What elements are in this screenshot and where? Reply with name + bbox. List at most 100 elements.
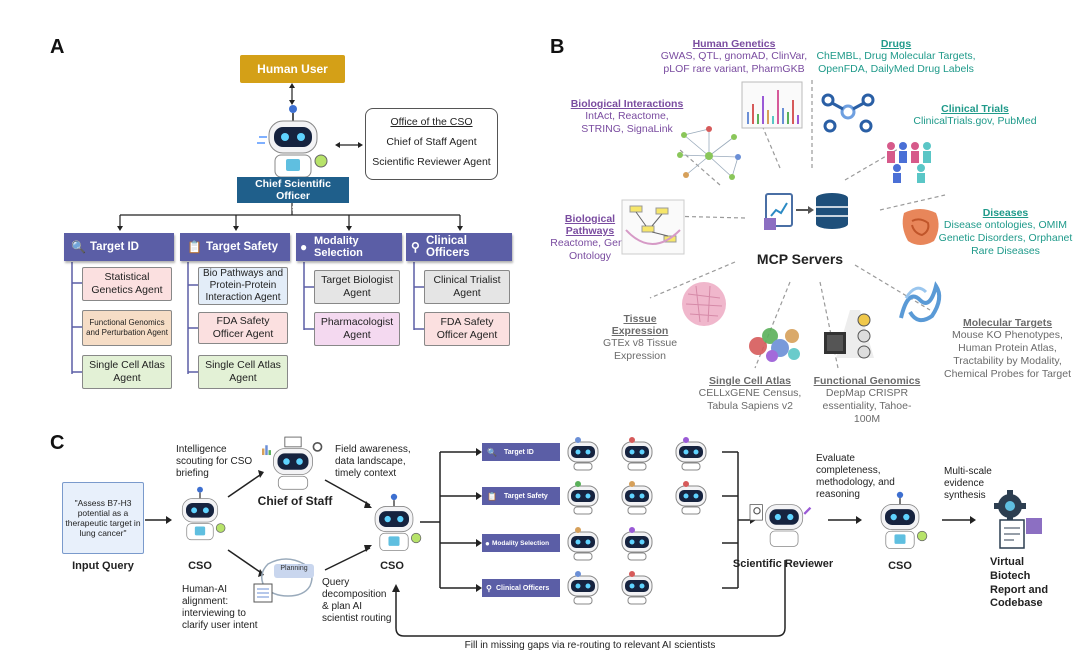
source-human-genetics: Human Genetics GWAS, QTL, gnomAD, ClinVa… <box>654 38 814 76</box>
cso-label-1: CSO <box>188 560 212 572</box>
protein-structure-icon <box>899 281 942 323</box>
agent-clinical-trialist: Clinical Trialist Agent <box>424 270 510 304</box>
row-header-clinical: ⚲ Clinical Officers <box>482 579 560 597</box>
agent-functional-genomics: Functional Genomics and Perturbation Age… <box>82 310 172 346</box>
agent-pharmacologist: Pharmacologist Agent <box>314 312 400 346</box>
crispr-screen-icon <box>824 310 874 359</box>
orchestrator-line1: Chief Scientific Officer <box>255 178 331 202</box>
agent-single-cell-atlas-1: Single Cell Atlas Agent <box>82 355 172 389</box>
mcp-server-icon <box>764 193 848 230</box>
bio-interactions-body: IntAct, Reactome, STRING, SignaLink <box>581 110 673 136</box>
report-gear-icon <box>994 490 1042 549</box>
header-clinical: ⚲ Clinical Officers <box>406 233 512 261</box>
source-molecular-targets: Molecular Targets Mouse KO Phenotypes, H… <box>935 317 1080 382</box>
pill-icon-small: ● <box>485 538 490 548</box>
source-diseases: Diseases Disease ontologies, OMIM Geneti… <box>938 207 1073 258</box>
header-target-id-label: Target ID <box>90 241 139 253</box>
intestine-icon <box>902 209 939 245</box>
drugs-body: ChEMBL, Drug Molecular Targets, OpenFDA,… <box>816 50 976 76</box>
orchestrator-line2: Orchestrator <box>261 202 325 214</box>
tissue-body: GTEx v8 Tissue Expression <box>602 337 678 363</box>
diseases-body: Disease ontologies, OMIM Genetic Disorde… <box>938 219 1073 258</box>
office-of-cso-box: Office of the CSO Chief of Staff Agent S… <box>365 108 498 180</box>
header-modality: ● Modality Selection <box>296 233 402 261</box>
scientific-reviewer-label: Scientific Reviewer <box>732 558 834 570</box>
cso-robot-icon-1 <box>181 486 226 541</box>
single-cell-body: CELLxGENE Census, Tabula Sapiens v2 <box>698 387 802 413</box>
intel-note: Intelligence scouting for CSO briefing <box>176 444 253 479</box>
alignment-note: Human-AI alignment: interviewing to clar… <box>182 584 258 631</box>
molecular-targets-body: Mouse KO Phenotypes, Human Protein Atlas… <box>943 329 1072 381</box>
magnifier-icon: 🔍 <box>71 240 86 254</box>
row-target-id-label: Target ID <box>504 448 534 456</box>
diseases-title: Diseases <box>982 207 1029 219</box>
interaction-network-icon <box>677 126 741 180</box>
cso-robot-icon <box>257 105 328 178</box>
clipboard-icon-small: 📋 <box>487 491 497 501</box>
cso-label-2: CSO <box>380 560 404 572</box>
manhattan-plot-icon <box>741 81 803 129</box>
human-genetics-title: Human Genetics <box>692 38 776 50</box>
pathway-diagram-icon <box>621 199 685 255</box>
mcp-servers-label: MCP Servers <box>756 251 844 267</box>
row-header-target-id: 🔍 Target ID <box>482 443 560 461</box>
clinical-trials-body: ClinicalTrials.gov, PubMed <box>913 115 1037 127</box>
agent-fda-safety-2: FDA Safety Officer Agent <box>424 312 510 346</box>
agent-statistical-genetics: Statistical Genetics Agent <box>82 267 172 301</box>
header-target-id: 🔍 Target ID <box>64 233 174 261</box>
bio-interactions-title: Biological Interactions <box>570 98 684 110</box>
report-label: Virtual Biotech Report and Codebase <box>990 556 1049 610</box>
chief-of-staff-robot-icon <box>262 436 323 490</box>
header-clinical-label: Clinical Officers <box>426 235 470 259</box>
clipboard-icon: 📋 <box>187 240 202 254</box>
stethoscope-icon: ⚲ <box>411 240 420 254</box>
input-query-box: "Assess B7-H3 potential as a therapeutic… <box>62 482 144 554</box>
agent-target-biologist: Target Biologist Agent <box>314 270 400 304</box>
header-modality-label: Modality Selection <box>314 235 363 259</box>
functional-genomics-title: Functional Genomics <box>813 375 921 387</box>
molecular-targets-title: Molecular Targets <box>962 317 1053 329</box>
panel-label-c: C <box>50 432 65 454</box>
header-target-safety-label: Target Safety <box>206 241 279 253</box>
umap-cluster-icon <box>749 328 800 362</box>
office-title: Office of the CSO <box>390 116 473 128</box>
functional-genomics-body: DepMap CRISPR essentiality, Tahoe-100M <box>822 387 912 426</box>
panel-label-a: A <box>50 36 65 58</box>
people-icon <box>887 142 931 183</box>
cso-robot-icon-2 <box>374 493 422 552</box>
source-functional-genomics: Functional Genomics DepMap CRISPR essent… <box>812 375 922 426</box>
office-item-chief-of-staff: Chief of Staff Agent <box>386 136 477 148</box>
source-bio-interactions: Biological Interactions IntAct, Reactome… <box>565 98 689 136</box>
source-single-cell: Single Cell Atlas CELLxGENE Census, Tabu… <box>695 375 805 413</box>
multi-scale-note: Multi-scale evidence synthesis <box>944 466 992 501</box>
query-note: Query decomposition & plan AI scientist … <box>322 577 392 624</box>
chief-of-staff-label: Chief of Staff <box>257 494 333 508</box>
agent-single-cell-atlas-2: Single Cell Atlas Agent <box>198 355 288 389</box>
tissue-title: Tissue Expression <box>611 313 669 337</box>
fill-gaps-note: Fill in missing gaps via re-routing to r… <box>464 640 716 651</box>
molecule-icon <box>821 93 875 133</box>
panel-label-b: B <box>550 36 565 58</box>
bio-pathways-title: Biological Pathways <box>564 213 616 237</box>
cso-label-3: CSO <box>888 560 912 572</box>
orchestrator-box: Chief Scientific Officer Orchestrator <box>237 177 349 214</box>
bio-pathways-body: Reactome, Gene Ontology <box>550 237 630 263</box>
row-header-modality: ● Modality Selection <box>482 534 560 552</box>
source-tissue: Tissue Expression GTEx v8 Tissue Express… <box>594 313 686 363</box>
row-header-target-safety: 📋 Target Safety <box>482 487 560 505</box>
cso-robot-icon-3 <box>880 491 928 550</box>
planning-brain-icon <box>253 558 314 603</box>
scientific-reviewer-robot-icon <box>749 504 812 547</box>
stethoscope-icon-small: ⚲ <box>486 583 492 593</box>
header-target-safety: 📋 Target Safety <box>180 233 290 261</box>
office-item-reviewer: Scientific Reviewer Agent <box>372 156 491 168</box>
source-drugs: Drugs ChEMBL, Drug Molecular Targets, Op… <box>808 38 984 76</box>
agent-bio-pathways: Bio Pathways and Protein-Protein Interac… <box>198 267 288 305</box>
human-user-box: Human User <box>240 55 345 83</box>
row-modality-label: Modality Selection <box>492 539 550 547</box>
pill-icon: ● <box>300 240 308 254</box>
tissue-sample-icon <box>682 282 726 326</box>
field-note: Field awareness, data landscape, timely … <box>335 444 411 479</box>
